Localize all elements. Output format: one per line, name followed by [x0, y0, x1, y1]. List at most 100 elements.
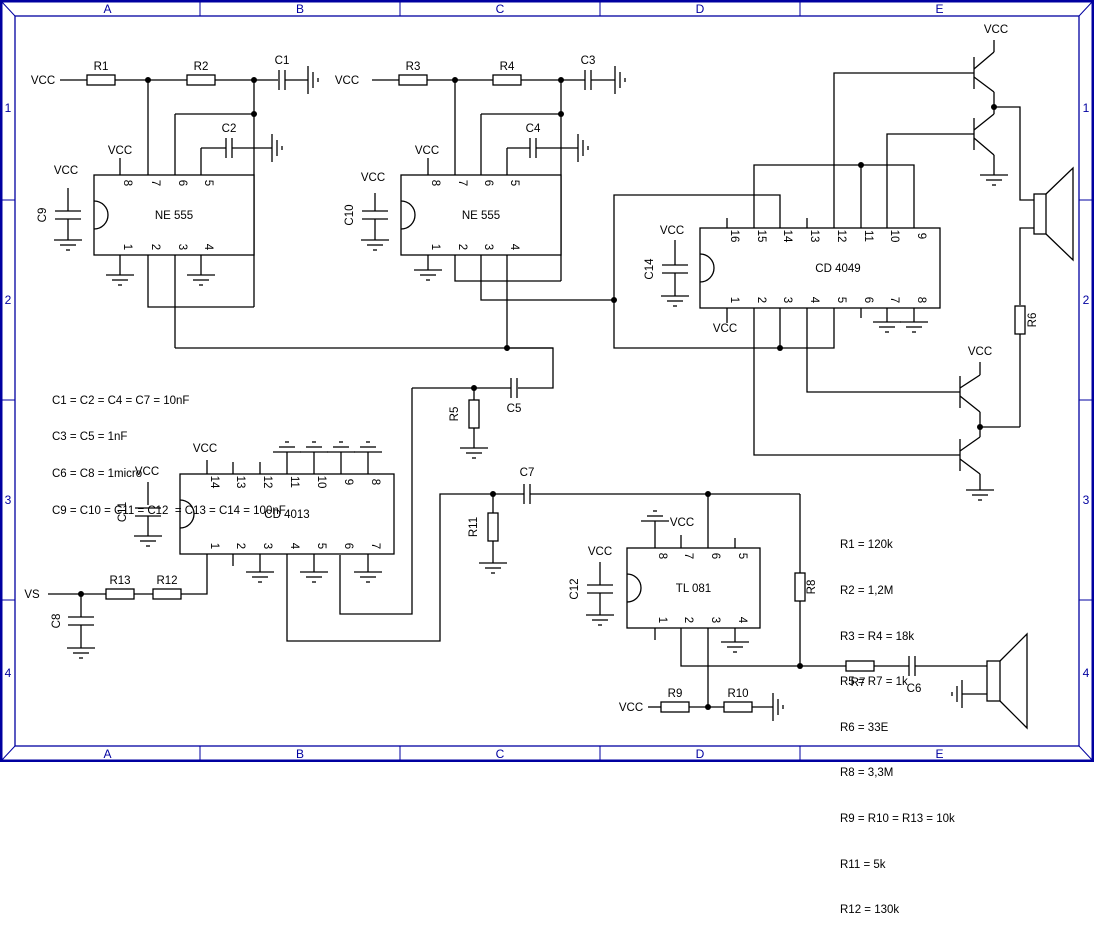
capacitor-label: C14	[644, 258, 656, 280]
vcc-label: VCC	[361, 172, 385, 184]
pin-number: 5	[202, 180, 214, 186]
pin-number: 3	[176, 244, 188, 250]
pin-number: 7	[369, 543, 381, 549]
resistor	[152, 588, 182, 600]
pin-number: 7	[456, 180, 468, 186]
pin-number: 2	[456, 244, 468, 250]
column-label-top: E	[935, 2, 943, 16]
pin-number: 6	[482, 180, 494, 186]
wire	[181, 554, 208, 595]
row-label-left: 3	[5, 493, 12, 507]
resistor	[487, 512, 499, 542]
capacitor-label: C3	[581, 55, 596, 67]
pin-number: 13	[234, 476, 246, 489]
resistor	[492, 74, 522, 86]
resistor-label: R3	[406, 61, 421, 73]
wire	[454, 255, 561, 282]
pin-number: 8	[369, 479, 381, 485]
wire	[613, 300, 835, 349]
resistor-note-line: R8 = 3,3M	[840, 767, 894, 780]
resistor	[660, 701, 690, 713]
ic-notch	[93, 200, 109, 230]
capacitor-label: C8	[51, 614, 63, 629]
speaker-icon	[986, 660, 1001, 702]
pin-number: 3	[482, 244, 494, 250]
row-label-left: 4	[5, 666, 12, 680]
ic-notch	[179, 499, 195, 529]
outer-border	[0, 0, 1094, 762]
wire	[886, 133, 974, 228]
ic-body	[179, 473, 395, 555]
vcc-label: VCC	[670, 517, 694, 529]
column-label-top: A	[103, 2, 111, 16]
pin-number: 10	[315, 476, 327, 489]
pin-number: 5	[508, 180, 520, 186]
pin-number: 4	[736, 617, 748, 624]
pin-number: 7	[682, 553, 694, 559]
pin-number: 9	[915, 233, 927, 239]
resistor-label: R11	[468, 517, 480, 537]
wire	[339, 388, 413, 615]
pin-number: 2	[149, 244, 161, 250]
resistor	[845, 660, 875, 672]
row-label-right: 2	[1083, 293, 1090, 307]
pin-number: 6	[342, 543, 354, 549]
wire	[507, 347, 554, 389]
column-label-top: D	[696, 2, 705, 16]
resistor-note-line: R1 = 120k	[840, 539, 893, 552]
pin-number: 16	[728, 230, 740, 243]
row-label-right: 4	[1083, 666, 1090, 680]
pin-number: 11	[288, 476, 300, 488]
row-label-right: 1	[1083, 101, 1090, 115]
vcc-label: VCC	[193, 443, 217, 455]
resistor	[468, 399, 480, 429]
pin-number: 3	[261, 543, 273, 549]
column-label-bottom: C	[496, 747, 505, 761]
pin-number: 7	[149, 180, 161, 186]
speaker-cone	[999, 632, 1028, 730]
pin-number: 2	[755, 297, 767, 303]
pin-number: 14	[208, 476, 220, 489]
pin-number: 6	[709, 553, 721, 559]
transistor-leg	[959, 436, 981, 452]
row-label-left: 2	[5, 293, 12, 307]
resistor-label: R2	[194, 61, 209, 73]
resistor	[86, 74, 116, 86]
resistor-note-line: R9 = R10 = R13 = 10k	[840, 813, 955, 826]
resistor-label: R13	[109, 575, 130, 587]
transistor-leg	[973, 113, 995, 131]
resistor	[186, 74, 216, 86]
transistor-leg	[959, 374, 981, 389]
inner-border	[14, 15, 1080, 747]
resistor	[105, 588, 135, 600]
wire	[147, 255, 254, 308]
ic-body	[93, 174, 255, 256]
resistor-note-line: R5 = R7 = 1k	[840, 676, 908, 689]
resistor-label: R1	[94, 61, 109, 73]
capacitor-label: C10	[344, 204, 356, 225]
vcc-label: VCC	[31, 75, 55, 87]
pin-number: 3	[709, 617, 721, 623]
pin-number: 5	[835, 297, 847, 303]
resistor-note-line: R3 = R4 = 18k	[840, 630, 915, 643]
column-label-bottom: D	[696, 747, 705, 761]
pin-number: 8	[429, 180, 441, 186]
ic-notch	[699, 253, 715, 283]
transistor-leg	[973, 51, 995, 70]
pin-number: 4	[288, 543, 300, 550]
transistor-leg	[973, 76, 995, 93]
column-label-bottom: E	[935, 747, 943, 761]
resistor	[1014, 305, 1026, 335]
wire	[833, 72, 974, 228]
pin-number: 8	[656, 553, 668, 559]
pin-number: 6	[176, 180, 188, 186]
transistor-leg	[959, 395, 981, 413]
resistor-label: R4	[500, 61, 515, 73]
pin-number: 1	[728, 297, 740, 303]
capacitor-label: C5	[507, 403, 522, 415]
pin-number: 11	[862, 230, 874, 242]
ic-name: NE 555	[462, 210, 500, 222]
ic-name: NE 555	[155, 210, 193, 222]
wire	[753, 308, 960, 456]
pin-number: 1	[121, 244, 133, 250]
